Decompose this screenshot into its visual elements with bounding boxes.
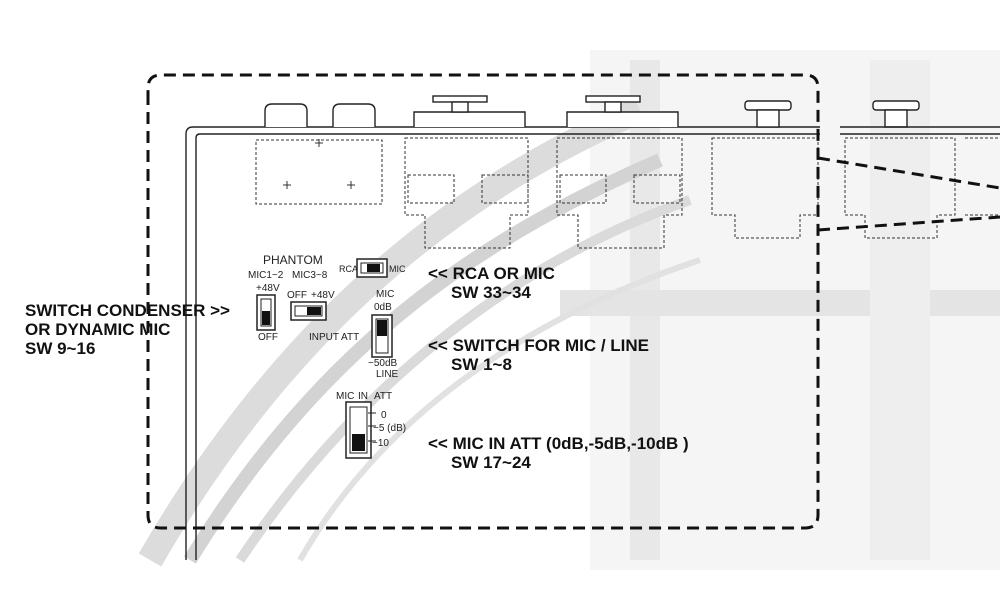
callout-mic-in-att: << MIC IN ATT (0dB,-5dB,-10dB ) SW 17~24 [428, 434, 689, 472]
input-att-knob [377, 320, 387, 336]
input-att-top-label-2: 0dB [374, 302, 392, 313]
callout-boundary [146, 73, 820, 530]
input-att-label: INPUT ATT [309, 332, 359, 343]
callout-condenser-dynamic: SWITCH CONDENSER >> OR DYNAMIC MIC SW 9~… [25, 301, 230, 358]
rca-mic-switch[interactable]: RCA MIC [339, 258, 406, 278]
input-att-top-label-1: MIC [376, 289, 394, 300]
callout-mic-in-att-line1: << MIC IN ATT (0dB,-5dB,-10dB ) [428, 434, 689, 453]
phantom-mic1-2-label: MIC1~2 [248, 270, 284, 281]
mic-in-att-tick-10: −10 [372, 438, 389, 449]
callout-mic-line-line1: << SWITCH FOR MIC / LINE [428, 336, 650, 355]
callout-rca-or-mic: << RCA OR MIC SW 33~34 [428, 264, 555, 302]
mic-in-att-switch-group: MIC IN ATT 0 −5 (dB) −10 [336, 391, 406, 449]
callout-mic-in-att-line2: SW 17~24 [451, 453, 531, 472]
input-att-switch-group: MIC 0dB INPUT ATT −50dB LINE [309, 289, 399, 380]
connector-outlines [255, 137, 1000, 249]
zoom-line-top [817, 156, 1000, 190]
phantom-mic3-8-off-label: OFF [287, 290, 307, 301]
zoom-line-bottom [817, 215, 1000, 232]
callout-mic-line-line2: SW 1~8 [451, 355, 512, 374]
mic-in-att-label-mic: MIC [336, 391, 354, 402]
rear-knobs [264, 95, 1000, 135]
rca-label: RCA [339, 264, 358, 274]
phantom-mic1-2-knob [262, 311, 270, 325]
mic-in-att-tick-5: −5 (dB) [373, 423, 406, 434]
phantom-mic3-8-knob [307, 307, 321, 315]
callout-condenser-line2: OR DYNAMIC MIC [25, 320, 171, 339]
phantom-mic1-2-on-label: +48V [256, 283, 280, 294]
mic-in-att-knob [352, 434, 365, 451]
input-att-bottom-label-2: LINE [376, 369, 399, 380]
mic-label: MIC [389, 264, 406, 274]
callout-rca-line1: << RCA OR MIC [428, 264, 555, 283]
phantom-title: PHANTOM [263, 253, 323, 267]
phantom-mic3-8-on-label: +48V [311, 290, 335, 301]
phantom-switch-group: PHANTOM MIC1~2 MIC3~8 +48V OFF OFF +48V [248, 253, 335, 343]
phantom-switch-mic1-2[interactable] [256, 294, 276, 331]
phantom-switch-mic3-8[interactable] [290, 301, 327, 321]
callout-condenser-line3: SW 9~16 [25, 339, 96, 358]
device-panel-outline [185, 126, 820, 560]
callout-mic-line: << SWITCH FOR MIC / LINE SW 1~8 [428, 336, 649, 374]
mic-in-att-label-att: ATT [374, 391, 392, 402]
background-photo [138, 50, 1000, 570]
rca-mic-knob [367, 264, 380, 272]
input-att-switch[interactable] [371, 314, 393, 358]
input-att-bottom-label-1: −50dB [368, 358, 398, 369]
phantom-mic3-8-label: MIC3~8 [292, 270, 328, 281]
phantom-mic1-2-off-label: OFF [258, 332, 278, 343]
mic-in-att-tick-0: 0 [381, 410, 387, 421]
callout-condenser-line1: SWITCH CONDENSER >> [25, 301, 230, 320]
mic-in-att-switch[interactable] [345, 401, 376, 459]
callout-rca-line2: SW 33~34 [451, 283, 531, 302]
crosshair-marks [283, 139, 355, 189]
mic-in-att-label-in: IN [358, 391, 368, 402]
